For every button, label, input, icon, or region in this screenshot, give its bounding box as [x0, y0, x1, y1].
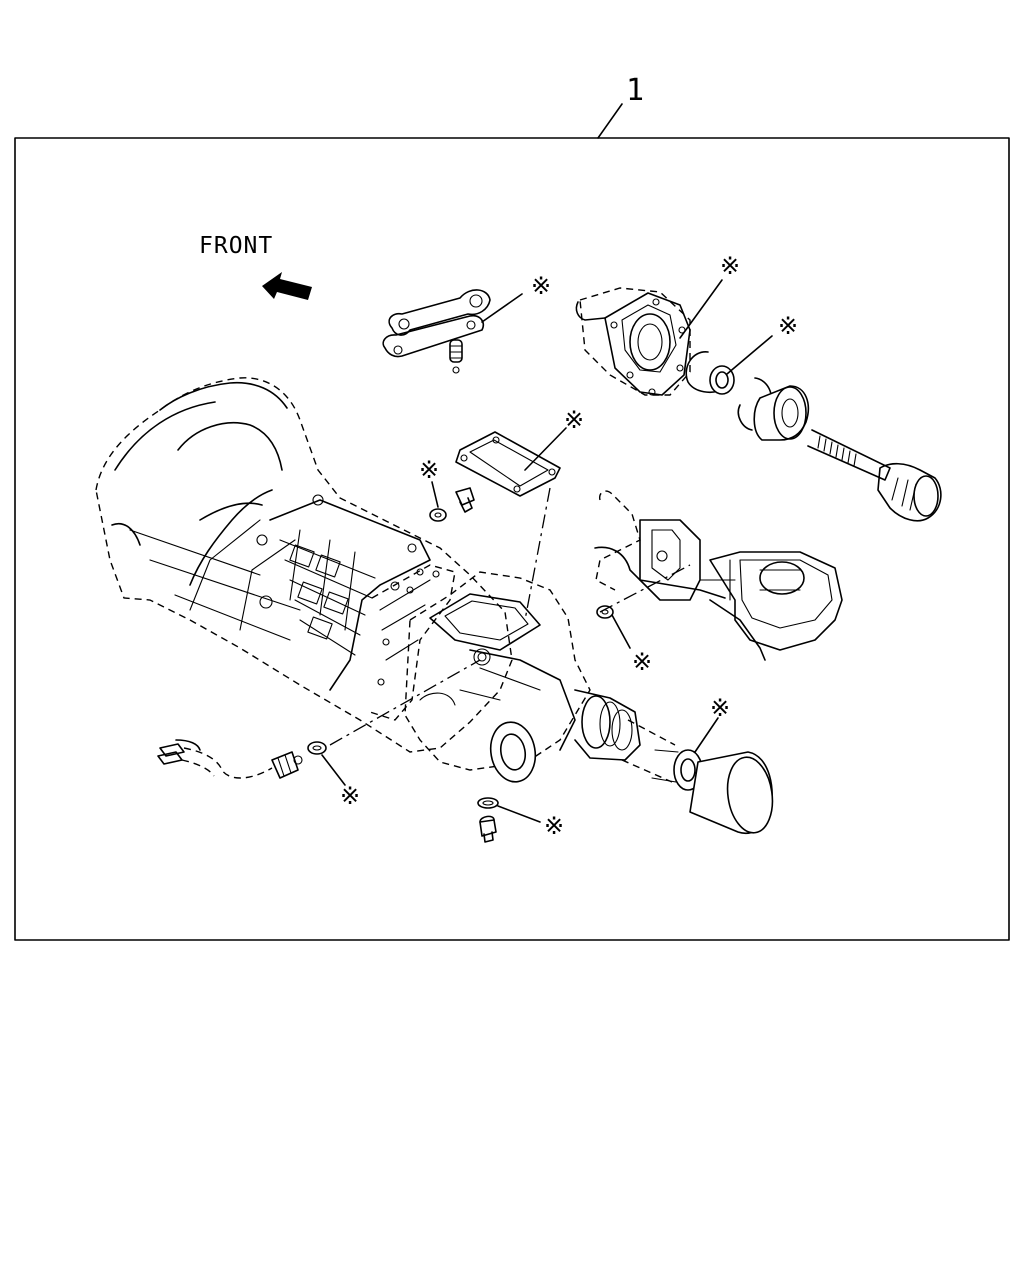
- front-arrow-icon: [262, 272, 312, 300]
- washer: [429, 508, 447, 522]
- top-cover-gasket: [455, 431, 561, 497]
- transmission-case: [95, 377, 513, 753]
- dust-boot: [689, 751, 774, 834]
- sensor-washer: [307, 741, 327, 755]
- diagram-frame: [14, 137, 1010, 941]
- speed-sensor-harness: [157, 739, 303, 779]
- drain-washer: [477, 797, 499, 809]
- asterisk-marker-5: ※: [419, 456, 439, 484]
- asterisk-marker-7: ※: [710, 694, 730, 722]
- shift-control-housing: [594, 490, 843, 661]
- plug-bolt: [455, 487, 475, 513]
- asterisk-marker-8: ※: [340, 782, 360, 810]
- shift-link: [382, 289, 491, 374]
- drain-plug: [479, 815, 497, 843]
- asterisk-marker-9: ※: [544, 812, 564, 840]
- control-washer: [596, 605, 614, 619]
- bearing-set: [685, 351, 810, 441]
- output-shaft: [807, 429, 942, 522]
- callout-number: 1: [626, 73, 644, 108]
- asterisk-marker-3: ※: [778, 312, 798, 340]
- asterisk-marker-6: ※: [632, 648, 652, 676]
- extension-housing: [404, 571, 676, 783]
- leader-lines: [321, 279, 773, 823]
- asterisk-marker-2: ※: [720, 252, 740, 280]
- rear-retainer: [575, 287, 691, 396]
- asterisk-marker-1: ※: [531, 272, 551, 300]
- asterisk-marker-4: ※: [564, 406, 584, 434]
- front-label: FRONT: [199, 233, 273, 259]
- asterisk-markers: ※ ※ ※ ※ ※ ※ ※ ※ ※: [340, 252, 798, 840]
- callout-leader: [597, 103, 623, 139]
